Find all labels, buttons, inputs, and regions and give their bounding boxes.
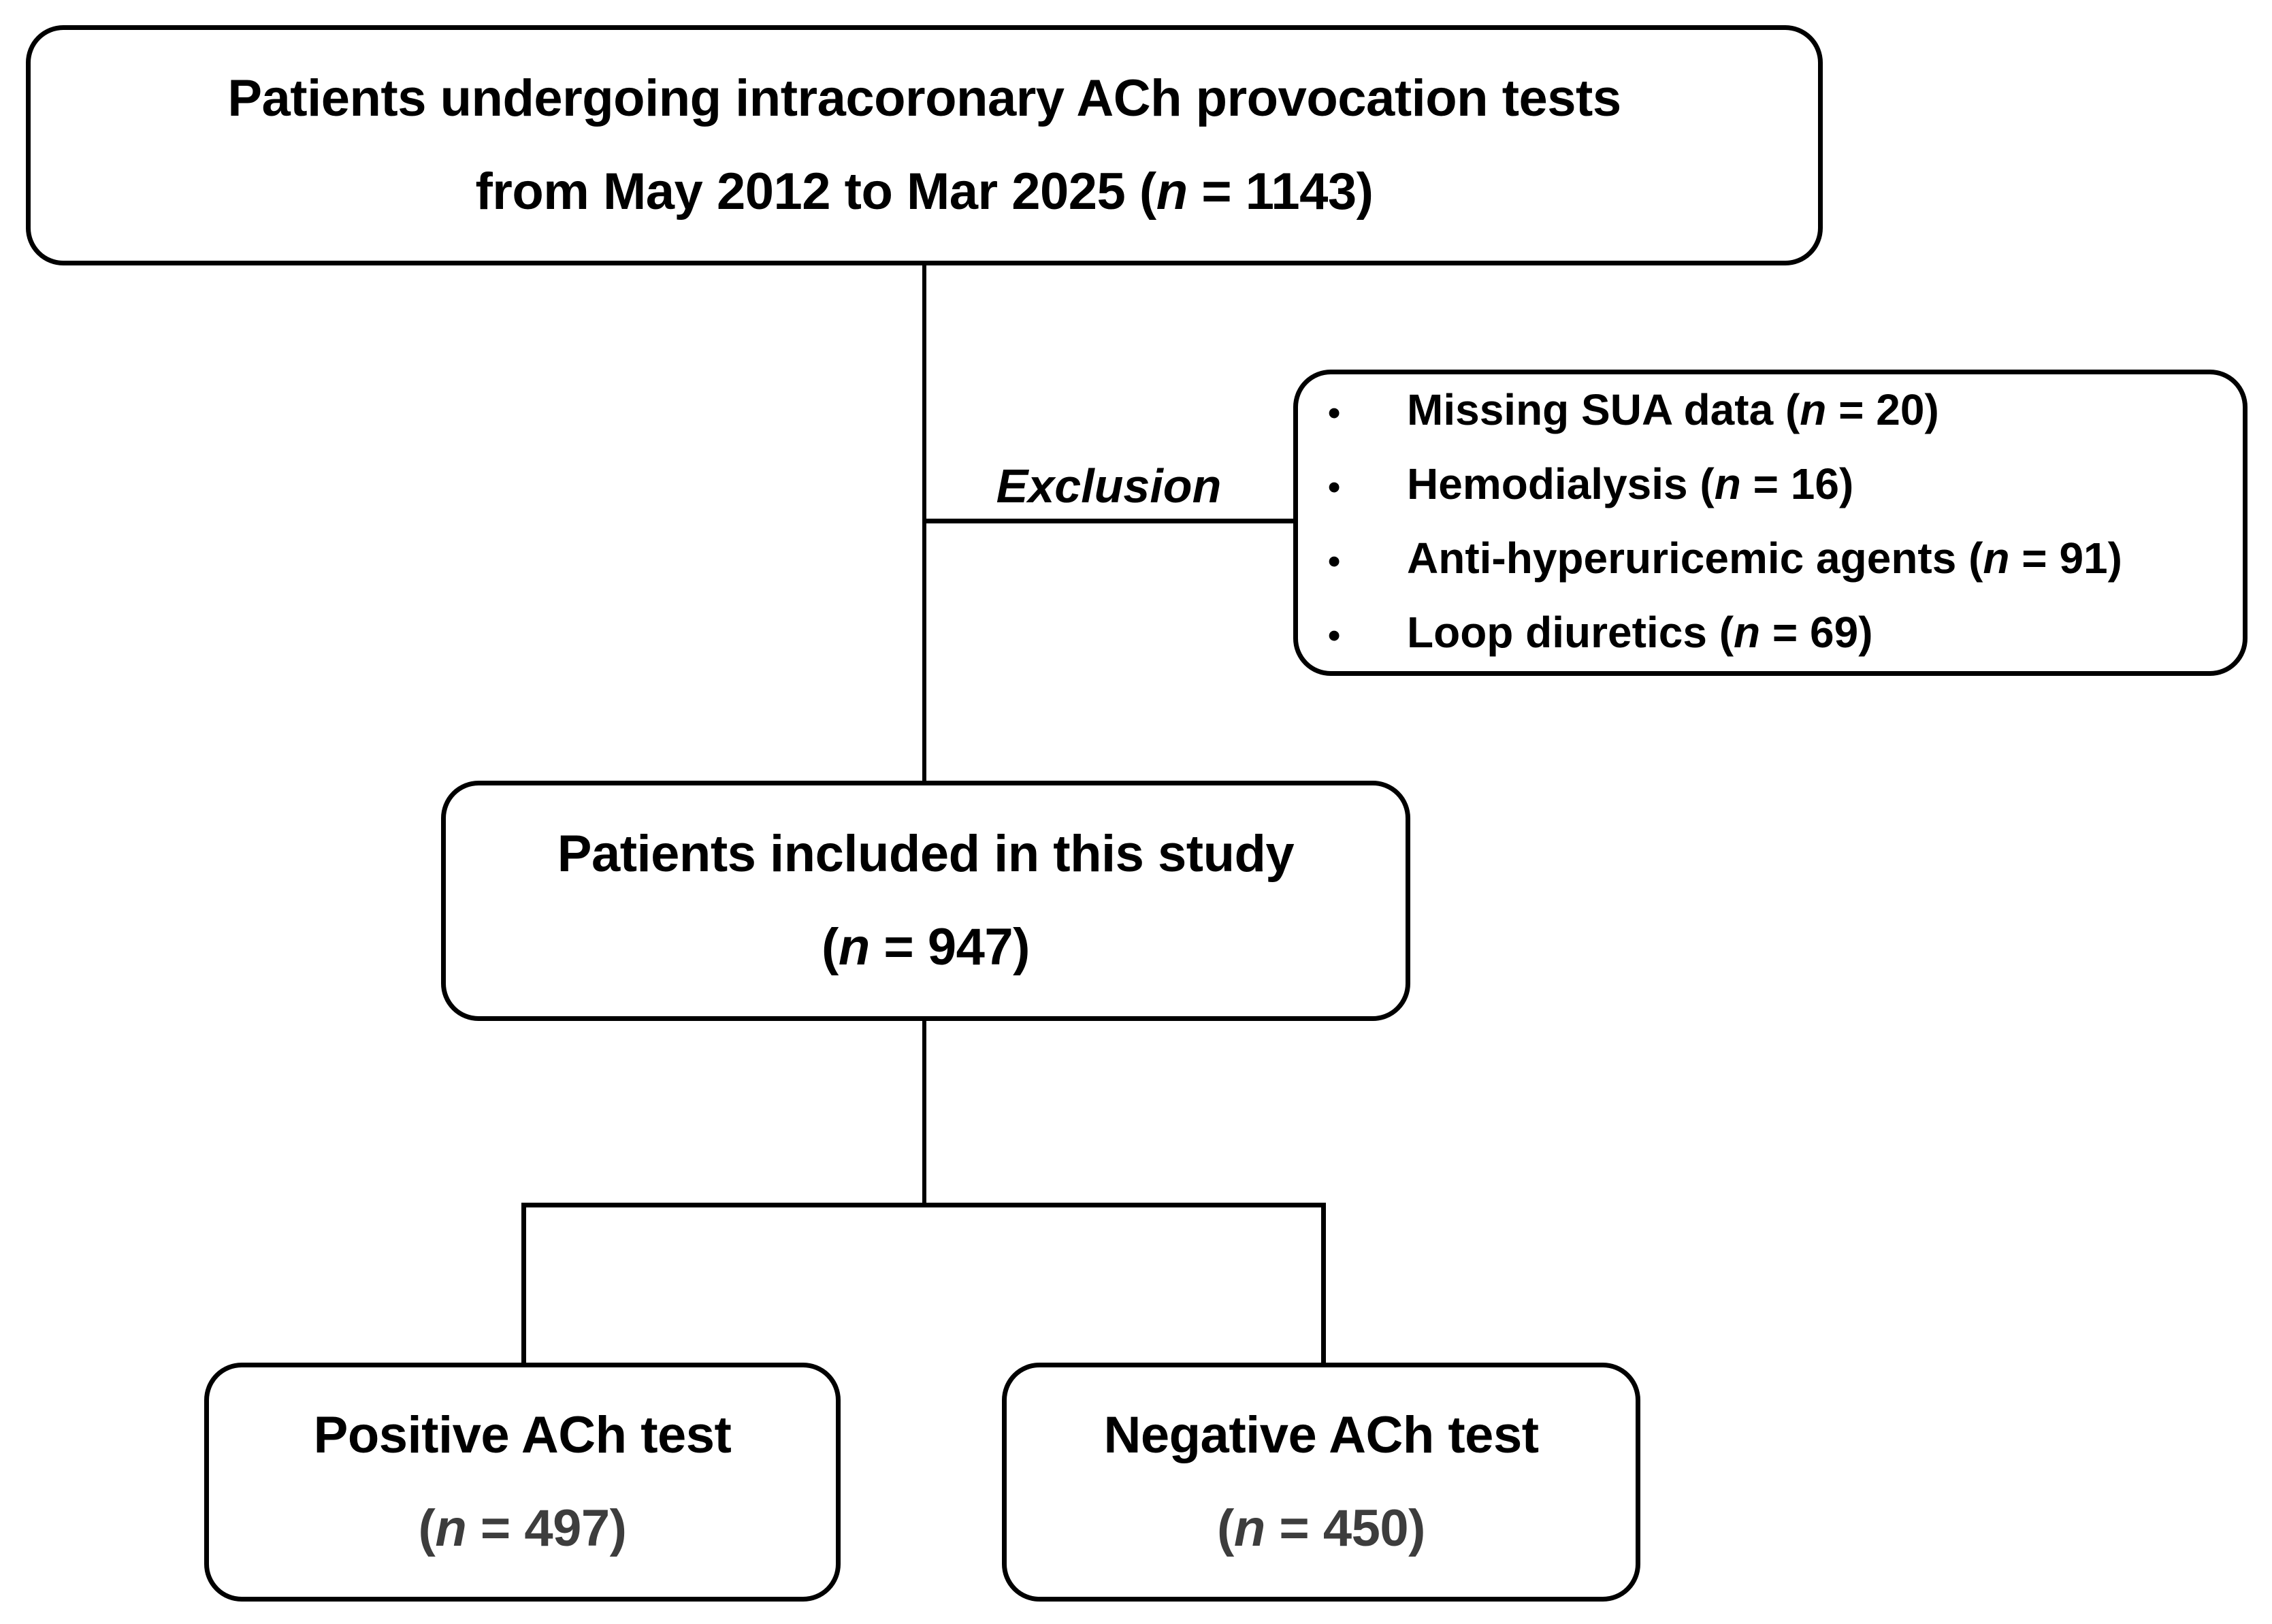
exclusion-item: • Anti-hyperuricemic agents (n = 91) [1298,523,2243,597]
n-symbol: n [1800,385,1827,434]
exclusion-item-prefix: Anti-hyperuricemic agents ( [1407,534,1983,583]
negative-line1: Negative ACh test [1103,1406,1539,1464]
exclusion-box: • Missing SUA data (n = 20) • Hemodialys… [1293,370,2247,676]
n-symbol: n [1233,1499,1265,1557]
connector-branch-horizontal [521,1203,1326,1207]
source-population-line1: Patients undergoing intracoronary ACh pr… [227,69,1621,127]
included-line2: (n = 947) [822,901,1030,994]
positive-line2-prefix: ( [418,1499,436,1557]
n-symbol: n [1983,534,2010,583]
source-line2-suffix: = 1143) [1187,162,1374,221]
exclusion-label: Exclusion [996,459,1222,513]
n-symbol: n [435,1499,467,1557]
exclusion-item-prefix: Hemodialysis ( [1407,459,1715,508]
exclusion-item-text: Hemodialysis (n = 16) [1407,449,1853,519]
connector-included-to-branch [922,1021,926,1207]
n-symbol: n [1714,459,1741,508]
bullet-icon: • [1328,616,1341,655]
included-line1: Patients included in this study [557,824,1295,883]
negative-ach-test-box: Negative ACh test (n = 450) [1002,1363,1640,1602]
source-line2-prefix: from May 2012 to Mar 2025 ( [475,162,1156,221]
n-symbol: n [1156,162,1188,221]
included-line2-suffix: = 947) [869,917,1030,976]
exclusion-item-prefix: Loop diuretics ( [1407,608,1734,657]
source-population-box: Patients undergoing intracoronary ACh pr… [26,25,1823,265]
n-symbol: n [838,917,870,976]
negative-line2: (n = 450) [1217,1482,1425,1576]
bullet-icon: • [1328,393,1341,433]
bullet-icon: • [1328,542,1341,581]
exclusion-item-suffix: = 20) [1826,385,1939,434]
included-line2-prefix: ( [822,917,839,976]
negative-line2-suffix: = 450) [1265,1499,1425,1557]
exclusion-list: • Missing SUA data (n = 20) • Hemodialys… [1298,374,2243,671]
source-population-line2: from May 2012 to Mar 2025 (n = 1143) [475,146,1374,239]
connector-branch-to-negative [1321,1203,1326,1363]
positive-line1: Positive ACh test [313,1406,732,1464]
exclusion-item-suffix: = 69) [1760,608,1873,657]
connector-to-exclusion [924,519,1293,523]
positive-line2: (n = 497) [419,1482,627,1576]
n-symbol: n [1734,608,1761,657]
exclusion-item-text: Loop diuretics (n = 69) [1407,597,1873,668]
exclusion-item: • Missing SUA data (n = 20) [1298,374,2243,449]
negative-line2-prefix: ( [1217,1499,1234,1557]
exclusion-item-text: Missing SUA data (n = 20) [1407,374,1939,445]
exclusion-item-text: Anti-hyperuricemic agents (n = 91) [1407,523,2122,594]
connector-branch-to-positive [521,1203,526,1363]
exclusion-item: • Loop diuretics (n = 69) [1298,597,2243,671]
bullet-icon: • [1328,468,1341,507]
exclusion-item-suffix: = 16) [1740,459,1854,508]
included-patients-box: Patients included in this study (n = 947… [441,781,1410,1021]
exclusion-item-suffix: = 91) [2009,534,2122,583]
positive-line2-suffix: = 497) [466,1499,627,1557]
exclusion-item: • Hemodialysis (n = 16) [1298,449,2243,523]
exclusion-item-prefix: Missing SUA data ( [1407,385,1800,434]
positive-ach-test-box: Positive ACh test (n = 497) [204,1363,841,1602]
